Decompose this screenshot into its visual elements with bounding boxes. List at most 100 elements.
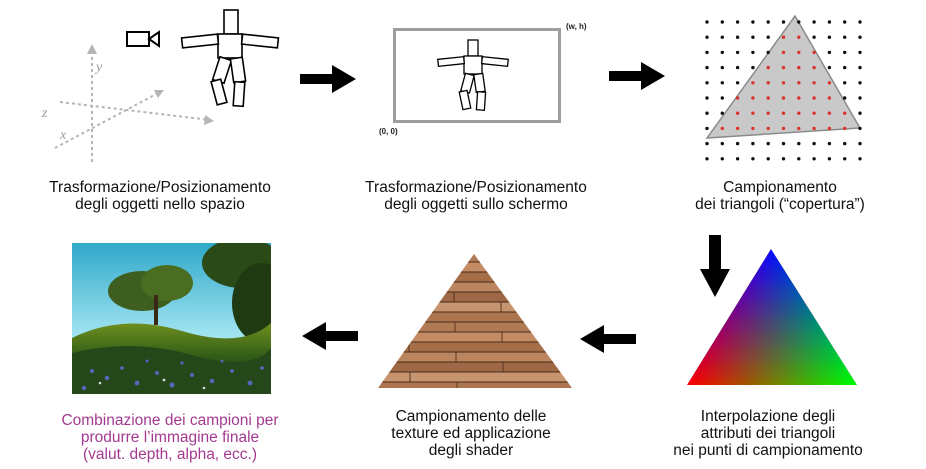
sample-point-uncovered (705, 20, 709, 24)
sample-point-uncovered (827, 35, 832, 39)
sample-point-uncovered (781, 20, 786, 24)
sample-point-covered (797, 81, 801, 85)
sample-point-covered (751, 126, 755, 131)
wood-plank (378, 282, 572, 292)
sample-point-uncovered (720, 141, 724, 146)
triangle-coverage-grid (705, 14, 862, 161)
wood-plank (378, 332, 572, 342)
sample-point-uncovered (735, 20, 740, 24)
wood-plank (378, 382, 572, 388)
sample-point-uncovered (705, 81, 709, 85)
sample-point-uncovered (843, 35, 847, 39)
wood-plank (378, 302, 572, 312)
sample-point-covered (797, 111, 801, 115)
sample-point-uncovered (858, 50, 862, 55)
sample-point-uncovered (843, 141, 847, 146)
step1-caption: Trasformazione/Posizionamento degli ogge… (20, 179, 300, 213)
sample-point-uncovered (827, 157, 832, 161)
sample-point-covered (797, 65, 801, 70)
sample-point-covered (812, 96, 816, 100)
sample-point-covered (735, 111, 740, 115)
sample-point-uncovered (812, 157, 816, 161)
wood-plank (378, 254, 572, 262)
step1-caption-line1: Trasformazione/Posizionamento (49, 179, 271, 196)
step4-caption-line3: nei punti di campionamento (673, 442, 863, 459)
coverage-triangle (705, 14, 862, 139)
arrow-right-2 (609, 62, 665, 90)
arrow-left-1 (580, 325, 636, 353)
sample-point-uncovered (843, 65, 847, 70)
sample-point-covered (812, 65, 816, 70)
sample-point-covered (751, 96, 755, 100)
sample-point-uncovered (751, 35, 755, 39)
sample-point-uncovered (827, 50, 832, 55)
sample-point-covered (797, 96, 801, 100)
step3-caption-line2: dei triangoli (“copertura”) (695, 196, 865, 213)
sample-point-uncovered (858, 111, 862, 115)
sample-point-uncovered (705, 111, 709, 115)
screen-space-frame (393, 28, 561, 123)
sample-point-covered (781, 96, 786, 100)
sample-point-uncovered (766, 141, 770, 146)
step4-caption-line1: Interpolazione degli (700, 408, 836, 425)
arrow-right-1 (300, 65, 356, 93)
wood-plank (378, 272, 572, 282)
world-axes-icon (54, 44, 214, 162)
sample-point-covered (781, 81, 786, 85)
sample-point-uncovered (766, 35, 770, 39)
sample-point-uncovered (797, 141, 801, 146)
step4-caption: Interpolazione degli attributi dei trian… (648, 408, 888, 459)
sample-point-uncovered (812, 20, 816, 24)
sample-point-covered (735, 126, 740, 131)
sample-point-uncovered (858, 35, 862, 39)
step5-caption: Campionamento delle texture ed applicazi… (346, 408, 596, 459)
sample-point-covered (720, 126, 724, 131)
wood-plank (378, 292, 572, 302)
sample-point-covered (781, 65, 786, 70)
sample-point-uncovered (735, 65, 740, 70)
sample-point-covered (827, 111, 832, 115)
arrow-left-2 (302, 322, 358, 350)
sample-point-covered (781, 50, 786, 55)
sample-point-covered (735, 96, 740, 100)
sample-point-uncovered (812, 35, 816, 39)
step6-caption-line2: produrre l’immagine finale (80, 429, 260, 446)
sample-point-uncovered (751, 141, 755, 146)
sample-point-covered (766, 65, 770, 70)
sample-point-uncovered (843, 81, 847, 85)
arrow-down (700, 235, 730, 297)
sample-point-covered (827, 81, 832, 85)
sample-point-uncovered (827, 20, 832, 24)
sample-point-uncovered (705, 141, 709, 146)
sample-point-covered (781, 111, 786, 115)
sample-point-uncovered (858, 157, 862, 161)
world-space-panel: y z x (30, 0, 290, 175)
sample-point-uncovered (812, 141, 816, 146)
sample-point-covered (812, 81, 816, 85)
robot-figure-small-icon (437, 39, 509, 111)
sample-point-uncovered (766, 157, 770, 161)
sample-point-covered (812, 126, 816, 131)
step4-caption-line2: attributi dei triangoli (700, 425, 836, 442)
sample-point-covered (843, 111, 847, 115)
sample-point-uncovered (720, 35, 724, 39)
sample-point-covered (766, 126, 770, 131)
wood-plank (378, 322, 572, 332)
sample-point-uncovered (720, 20, 724, 24)
sample-point-covered (766, 81, 770, 85)
step5-caption-line3: degli shader (428, 442, 514, 459)
sample-point-uncovered (827, 141, 832, 146)
axis-label-z: z (42, 106, 48, 121)
sample-point-uncovered (797, 20, 801, 24)
sample-point-uncovered (705, 157, 709, 161)
sample-point-uncovered (858, 141, 862, 146)
sample-point-uncovered (720, 96, 724, 100)
axis-label-y: y (96, 60, 103, 75)
sample-point-uncovered (735, 157, 740, 161)
sample-point-covered (843, 126, 847, 131)
sample-point-uncovered (781, 141, 786, 146)
sample-point-uncovered (827, 65, 832, 70)
sample-point-uncovered (720, 81, 724, 85)
sample-point-uncovered (843, 96, 847, 100)
wood-plank (378, 312, 572, 322)
